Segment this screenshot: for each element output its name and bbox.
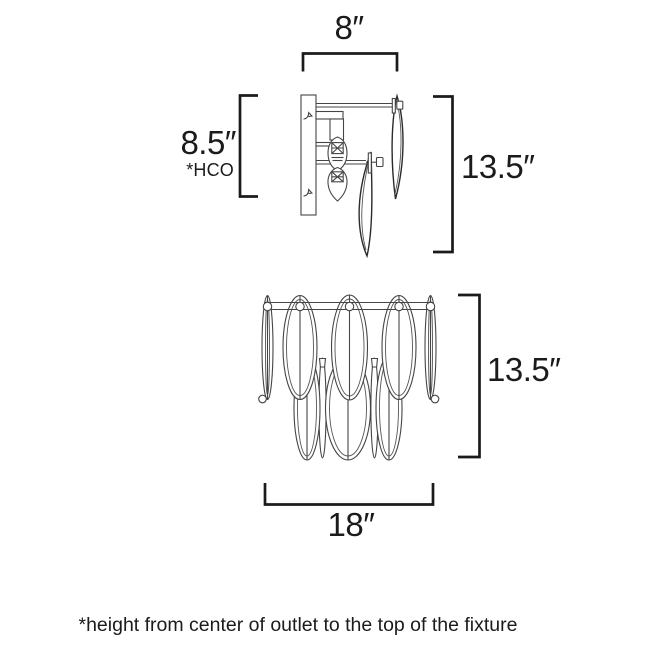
petal-hanger-holes bbox=[262, 301, 436, 312]
footnote: *height from center of outlet to the top… bbox=[78, 614, 517, 636]
side-view: 8″ 8.5″ *HCO 13.5″ bbox=[180, 9, 536, 259]
candle-bulb-lower bbox=[327, 166, 348, 202]
dim-side-width: 8″ bbox=[301, 9, 399, 72]
dim-front-height: 13.5″ bbox=[458, 293, 562, 459]
glass-petal-tier1-edge-right bbox=[424, 294, 437, 401]
side-height-label: 13.5″ bbox=[461, 148, 535, 185]
front-view: 13.5″ 18″ bbox=[258, 293, 562, 543]
glass-petal-side-lower bbox=[358, 151, 373, 259]
side-outlet-height-note: *HCO bbox=[186, 160, 234, 180]
front-height-label: 13.5″ bbox=[487, 351, 561, 388]
ball-finial-left bbox=[258, 394, 267, 404]
dim-side-outlet-height: 8.5″ *HCO bbox=[180, 94, 258, 198]
mounting-screw-icon bbox=[303, 111, 313, 120]
upper-arm bbox=[316, 102, 403, 108]
front-width-label: 18″ bbox=[328, 506, 376, 543]
finial-screw-lower bbox=[367, 152, 384, 174]
ball-finial-right bbox=[430, 394, 440, 404]
canopy-bar bbox=[315, 110, 344, 120]
glass-petal-tier1-left bbox=[282, 294, 318, 401]
dim-side-height: 13.5″ bbox=[433, 95, 536, 254]
glass-petal-tier1-center bbox=[330, 294, 369, 401]
side-width-label: 8″ bbox=[334, 9, 364, 46]
candle-bulb-upper bbox=[327, 136, 348, 172]
glass-petal-tier1-edge-left bbox=[261, 294, 274, 401]
wall-plate bbox=[300, 94, 317, 216]
finial-screw-upper bbox=[391, 97, 404, 114]
dim-front-width: 18″ bbox=[263, 483, 435, 543]
mounting-screw-icon bbox=[303, 188, 313, 197]
side-outlet-height-label: 8.5″ bbox=[180, 124, 236, 161]
glass-petal-tier1-right bbox=[381, 294, 417, 401]
